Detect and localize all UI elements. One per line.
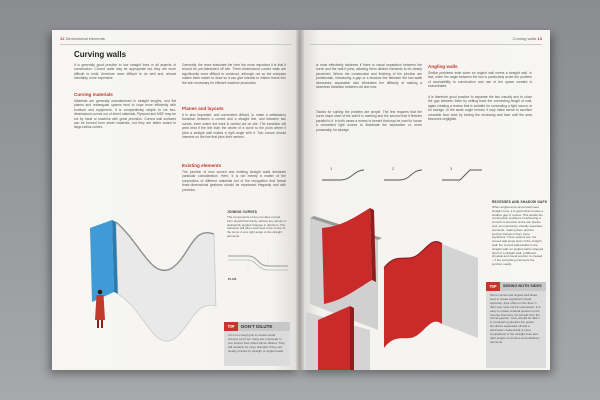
tip-seeing-both-sides-box: TIP SEEING BOTH SIDES Since curved and a… <box>486 282 546 368</box>
tip-header-right: TIP SEEING BOTH SIDES <box>486 282 546 291</box>
angling-walls-heading: Angling walls <box>428 64 458 69</box>
right-col1-paragraph2: Tactics for solving the problem are simp… <box>316 110 422 132</box>
intro-paragraph: It is generally good practice to use str… <box>74 63 176 81</box>
tip-tag: TIP <box>224 322 238 331</box>
right-col1-paragraph: is most effectively achieved if there is… <box>316 63 422 90</box>
book-spine-shadow <box>296 30 304 370</box>
tip-tag-right: TIP <box>486 282 500 291</box>
tip-text: It is not enough just to create visual i… <box>228 334 285 353</box>
diagram-label-3: 3 <box>450 166 453 171</box>
tip-text-right: Since curved and angled wall ideas tend … <box>490 294 541 344</box>
angling-walls-text2: It is therefore good practice to separat… <box>428 95 532 122</box>
human-figure <box>95 289 105 328</box>
tip-title: DON'T DILUTE <box>241 324 273 329</box>
existing-elements-heading: Existing elements <box>182 163 222 168</box>
joining-curves-text: The components of any complex curved for… <box>227 216 287 238</box>
red-wavy-wall <box>383 241 478 348</box>
left-page-number: 12 <box>60 36 65 41</box>
curving-materials-heading: Curving materials <box>74 92 113 97</box>
tip-header: TIP DON'T DILUTE <box>224 322 290 331</box>
serpentine-wall <box>115 221 217 342</box>
plan-diagram <box>228 252 288 274</box>
recesses-heading: RECESSES AND SHADOW GAPS <box>492 200 548 204</box>
page-title: Curving walls <box>74 50 127 59</box>
angling-walls-text: Similar problems exist when an angled wa… <box>428 71 532 89</box>
planes-heading: Planes and layouts <box>182 106 224 111</box>
serpentine-wall-top-edge <box>115 221 215 271</box>
curving-wall-illustration <box>90 220 288 342</box>
column2-paragraph: Generally, the more elaborate the form t… <box>182 63 286 85</box>
left-running-head-text: Dimensional elements <box>65 36 105 41</box>
plan-option-diagrams <box>322 169 482 181</box>
curving-materials-text: Materials are generally manufactured in … <box>74 99 176 130</box>
left-running-head: 12 Dimensional elements <box>60 36 105 41</box>
right-page: Curving walls 13 is most effectively ach… <box>300 30 550 370</box>
right-running-head-text: Curving walls <box>512 36 537 41</box>
tip-dont-dilute-box: TIP DON'T DILUTE It is not enough just t… <box>224 322 290 366</box>
right-illustrations <box>306 169 482 370</box>
recesses-text: When angled and curved wall meet straigh… <box>492 206 544 266</box>
blue-curved-wall <box>90 220 114 302</box>
blue-wall-edge <box>112 220 118 294</box>
existing-elements-text: The junction of new curved and existing … <box>182 170 286 192</box>
diagram-label-1: 1 <box>330 166 333 171</box>
red-curved-wall-top <box>310 208 382 330</box>
plan-label: PLAN <box>228 277 237 281</box>
tip-title-right: SEEING BOTH SIDES <box>503 284 542 288</box>
right-header-rule <box>310 44 542 45</box>
diagram-label-2: 2 <box>392 166 395 171</box>
left-page: 12 Dimensional elements Curving walls It… <box>52 30 300 370</box>
planes-text: It is also important, and convenient dif… <box>182 113 286 140</box>
joining-curves-heading: JOINING CURVES <box>227 210 258 214</box>
left-header-rule <box>60 44 292 45</box>
right-running-head: Curving walls 13 <box>513 36 542 41</box>
right-page-number: 13 <box>537 36 542 41</box>
red-angled-wall-bottom <box>306 306 370 370</box>
serpentine-wall-base <box>117 293 217 342</box>
